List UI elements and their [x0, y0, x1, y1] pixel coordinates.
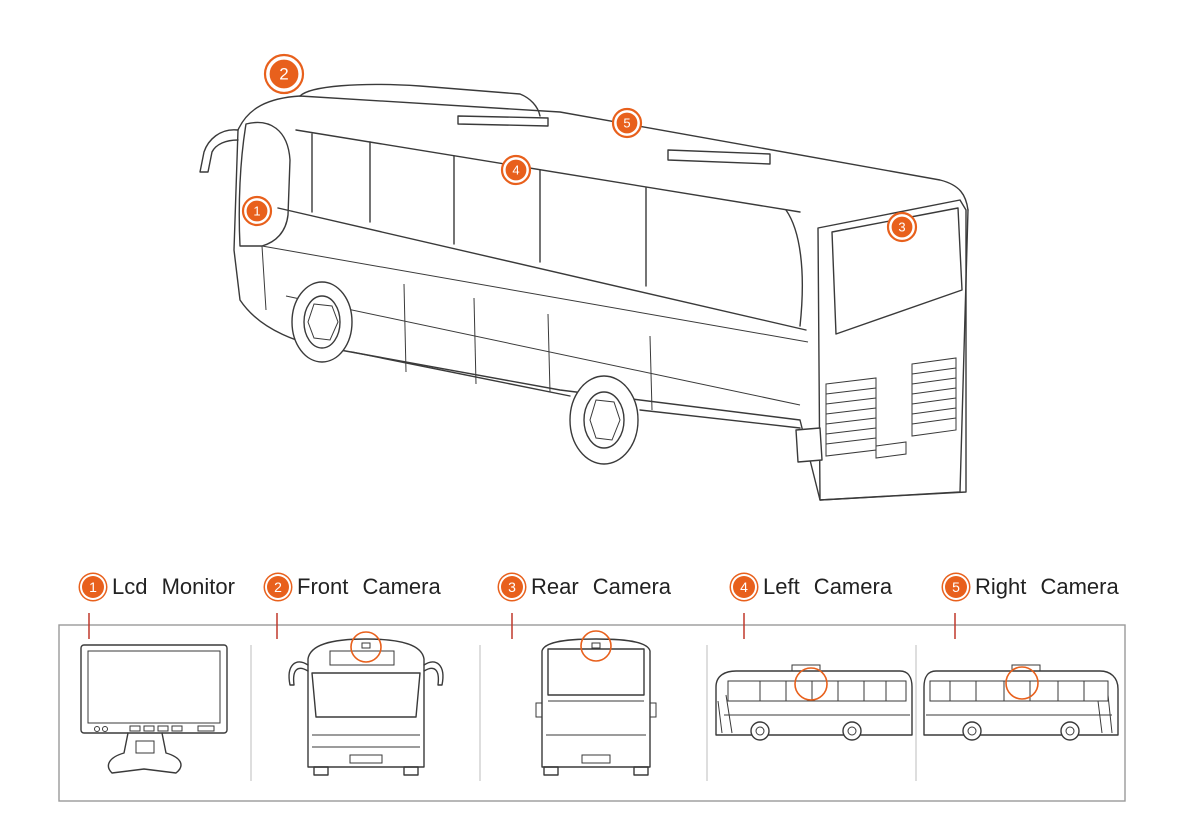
legend-badge: 4: [733, 576, 755, 598]
legend-front-camera: 2 Front Camera: [267, 571, 441, 603]
front-wheel: [291, 281, 353, 363]
svg-text:1: 1: [253, 204, 260, 219]
thumbnail-frame: [58, 624, 1126, 802]
marker-right-camera: 5: [611, 107, 643, 139]
roof-hatch-front: [457, 115, 549, 127]
legend-lcd-monitor: 1 Lcd Monitor: [82, 571, 235, 603]
legend-left-camera: 4 Left Camera: [733, 571, 892, 603]
bus-illustration: 1 2 3 4 5: [199, 53, 969, 501]
legend-right-camera: 5 Right Camera: [945, 571, 1119, 603]
thumb-right-camera: [923, 664, 1119, 741]
legend-badge: 1: [82, 576, 104, 598]
marker-lcd-monitor: 1: [241, 195, 273, 227]
legend-ticks: [88, 613, 956, 639]
side-mirror: [199, 129, 239, 173]
legend-label: Right Camera: [975, 574, 1119, 599]
rear-window: [831, 207, 963, 335]
legend-badge: 5: [945, 576, 967, 598]
svg-text:3: 3: [898, 220, 905, 235]
legend-label: Lcd Monitor: [112, 574, 235, 599]
legend-badge: 2: [267, 576, 289, 598]
side-panel-lines: [261, 245, 653, 411]
svg-text:5: 5: [623, 116, 630, 131]
beltline: [261, 245, 809, 343]
window-band-bottom: [277, 207, 807, 331]
rear-grille-right: [911, 357, 957, 437]
thumb-left-camera: [715, 664, 913, 741]
rear-plate: [875, 441, 907, 459]
roof-hatch-rear: [667, 149, 771, 165]
svg-text:2: 2: [279, 65, 288, 84]
legend-badge: 3: [501, 576, 523, 598]
thumbnail-separators: [250, 645, 917, 781]
front-windshield: [238, 121, 291, 247]
window-dividers: [311, 133, 804, 327]
thumbnail-panel: [58, 613, 1126, 802]
thumb-front-camera: [288, 631, 444, 776]
legend-label: Front Camera: [297, 574, 441, 599]
rear-face: [817, 199, 967, 501]
bus-roof: [237, 95, 969, 211]
legend-label: Rear Camera: [531, 574, 672, 599]
marker-front-camera: 2: [263, 53, 305, 95]
marker-left-camera: 4: [500, 154, 532, 186]
legend-label: Left Camera: [763, 574, 893, 599]
thumb-lcd-monitor: [80, 644, 228, 774]
roof-dome: [299, 83, 541, 117]
lower-skirt: [285, 295, 801, 406]
rear-bumper: [795, 427, 823, 463]
marker-rear-camera: 3: [886, 211, 918, 243]
rear-wheel: [569, 375, 639, 465]
thumb-rear-camera: [535, 630, 657, 776]
svg-text:4: 4: [512, 163, 519, 178]
underbody: [351, 351, 801, 429]
window-band-top: [295, 129, 801, 213]
rear-grille-left: [825, 377, 877, 457]
legend-rear-camera: 3 Rear Camera: [501, 571, 671, 603]
